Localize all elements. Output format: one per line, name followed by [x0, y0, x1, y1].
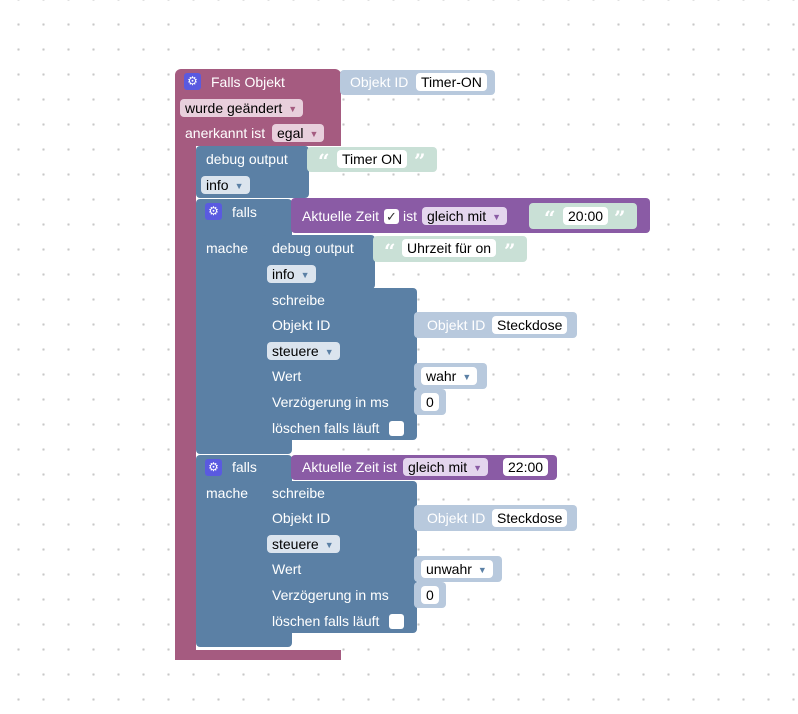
changed-dropdown-value: wurde geändert: [185, 100, 283, 116]
text-field-1[interactable]: Timer ON: [337, 150, 408, 168]
chevron-down-icon: ▼: [473, 463, 483, 473]
gear-icon[interactable]: ⚙: [184, 73, 201, 90]
write2-object-label: Objekt ID: [272, 510, 331, 526]
chevron-down-icon: ▼: [288, 104, 298, 114]
write1-value-label: Wert: [272, 368, 302, 384]
chevron-down-icon: ▼: [462, 372, 472, 382]
write1-mode-value: steuere: [272, 343, 319, 359]
write2-title: schreibe: [272, 485, 325, 501]
write2-value-value: unwahr: [426, 561, 472, 577]
write1-value-dropdown[interactable]: wahr ▼: [421, 367, 478, 385]
if1-operator-dropdown[interactable]: gleich mit ▼: [422, 207, 508, 225]
write1-object-label: Objekt ID: [272, 317, 331, 333]
open-quote-icon: “: [544, 206, 556, 230]
if2-time-field[interactable]: 22:00: [503, 458, 549, 476]
if1-condition-checkbox[interactable]: ✓: [384, 209, 399, 224]
if2-operator-value: gleich mit: [408, 459, 468, 475]
gear-icon[interactable]: ⚙: [205, 459, 222, 476]
trigger-title: Falls Objekt: [211, 74, 285, 90]
debug-label-1: debug output: [206, 151, 288, 167]
debug-level-dropdown-1[interactable]: info ▼: [201, 176, 250, 194]
write2-object-id-label: Objekt ID: [427, 510, 486, 526]
write2-value-dropdown[interactable]: unwahr ▼: [421, 560, 493, 578]
open-quote-icon: “: [318, 149, 330, 173]
trigger-object-id-label: Objekt ID: [350, 74, 409, 90]
write2-clear-checkbox[interactable]: [389, 614, 404, 629]
write2-mode-value: steuere: [272, 536, 319, 552]
if1-operator-value: gleich mit: [427, 208, 487, 224]
write2-clear-label: löschen falls läuft: [272, 613, 380, 629]
chevron-down-icon: ▼: [234, 181, 244, 191]
write1-clear-checkbox[interactable]: [389, 421, 404, 436]
close-quote-icon: ”: [504, 239, 516, 263]
write2-object-id-field[interactable]: Steckdose: [492, 509, 568, 527]
write1-object-id-label: Objekt ID: [427, 317, 486, 333]
debug-level-dropdown-2[interactable]: info ▼: [267, 265, 316, 283]
write2-delay-field[interactable]: 0: [421, 586, 439, 604]
if1-falls-label: falls: [232, 204, 257, 220]
ack-label: anerkannt ist: [185, 125, 266, 141]
text-field-2[interactable]: Uhrzeit für on: [402, 239, 497, 257]
write1-clear-label: löschen falls läuft: [272, 420, 380, 436]
if2-operator-dropdown[interactable]: gleich mit ▼: [403, 458, 489, 476]
if2-mache-label: mache: [206, 485, 249, 501]
write2-delay-label: Verzögerung in ms: [272, 587, 389, 603]
changed-dropdown[interactable]: wurde geändert ▼: [180, 99, 304, 117]
trigger-object-id-field[interactable]: Timer-ON: [416, 73, 487, 91]
write-block-2[interactable]: [262, 481, 417, 633]
trigger-bottom-bar: [175, 650, 341, 660]
if1-condition-label: Aktuelle Zeit: [302, 208, 380, 224]
chevron-down-icon: ▼: [309, 129, 319, 139]
write1-mode-dropdown[interactable]: steuere ▼: [267, 342, 340, 360]
write2-mode-dropdown[interactable]: steuere ▼: [267, 535, 340, 553]
if2-condition-label: Aktuelle Zeit ist: [302, 459, 397, 475]
write2-value-label: Wert: [272, 561, 302, 577]
if1-time-field[interactable]: 20:00: [563, 207, 609, 225]
debug-level-value-1: info: [206, 177, 229, 193]
debug-label-2: debug output: [272, 240, 354, 256]
gear-icon[interactable]: ⚙: [205, 203, 222, 220]
write1-value-value: wahr: [426, 368, 457, 384]
close-quote-icon: ”: [614, 206, 626, 230]
chevron-down-icon: ▼: [477, 565, 487, 575]
if1-condition-ist: ist: [403, 208, 417, 224]
chevron-down-icon: ▼: [324, 540, 334, 550]
ack-dropdown[interactable]: egal ▼: [272, 124, 325, 142]
write1-delay-label: Verzögerung in ms: [272, 394, 389, 410]
chevron-down-icon: ▼: [492, 212, 502, 222]
ack-dropdown-value: egal: [277, 125, 304, 141]
write1-object-id-field[interactable]: Steckdose: [492, 316, 568, 334]
write1-title: schreibe: [272, 292, 325, 308]
open-quote-icon: “: [384, 239, 396, 263]
write1-delay-field[interactable]: 0: [421, 393, 439, 411]
chevron-down-icon: ▼: [300, 270, 310, 280]
debug-level-value-2: info: [272, 266, 295, 282]
if1-mache-label: mache: [206, 240, 249, 256]
close-quote-icon: ”: [414, 149, 426, 173]
write-block-1[interactable]: [262, 288, 417, 440]
if2-falls-label: falls: [232, 459, 257, 475]
chevron-down-icon: ▼: [324, 347, 334, 357]
